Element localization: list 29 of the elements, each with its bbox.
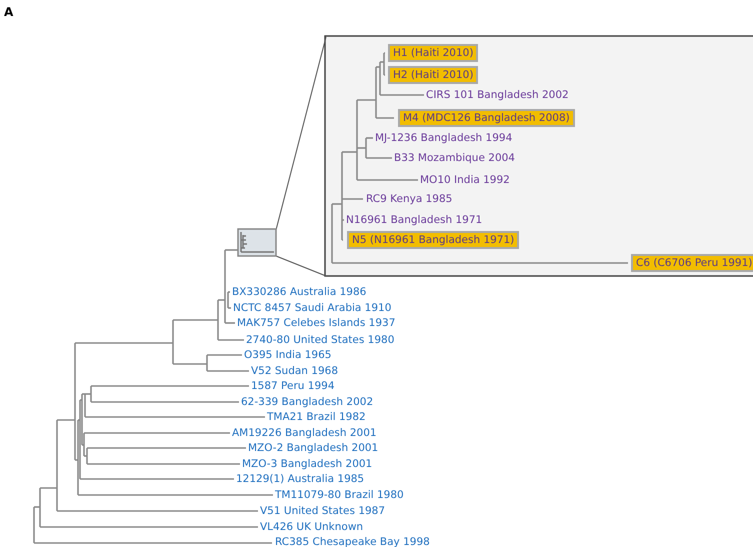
panel-letter: A <box>4 5 14 19</box>
strain-label: RC385 Chesapeake Bay 1998 <box>275 535 430 547</box>
strain-label: VL426 UK Unknown <box>260 520 364 534</box>
strain-label: MZO-2 Bangladesh 2001 <box>248 441 378 455</box>
strain-label: B33 Mozambique 2004 <box>394 151 515 165</box>
highlighted-strain-label: C6 (C6706 Peru 1991) <box>631 254 753 272</box>
highlighted-strain-label: H2 (Haiti 2010) <box>388 66 478 84</box>
strain-label: CIRS 101 Bangladesh 2002 <box>426 88 569 102</box>
strain-label: N16961 Bangladesh 1971 <box>346 213 482 227</box>
strain-label: RC9 Kenya 1985 <box>366 192 452 206</box>
highlighted-strain-label: N5 (N16961 Bangladesh 1971) <box>347 231 520 249</box>
strain-label: NCTC 8457 Saudi Arabia 1910 <box>233 301 392 315</box>
strain-label: 2740-80 United States 1980 <box>246 333 394 347</box>
strain-label: 1587 Peru 1994 <box>251 379 335 393</box>
strain-label: MAK757 Celebes Islands 1937 <box>237 316 396 330</box>
strain-label: TMA21 Brazil 1982 <box>267 410 366 424</box>
highlighted-strain-label: H1 (Haiti 2010) <box>388 44 478 62</box>
strain-label: 12129(1) Australia 1985 <box>236 472 364 486</box>
strain-label: O395 India 1965 <box>244 348 332 362</box>
strain-label: BX330286 Australia 1986 <box>232 285 366 299</box>
strain-label: V52 Sudan 1968 <box>251 364 338 378</box>
strain-label: AM19226 Bangladesh 2001 <box>232 426 377 440</box>
strain-label: MO10 India 1992 <box>420 173 510 187</box>
highlighted-strain-label: M4 (MDC126 Bangladesh 2008) <box>398 109 575 127</box>
strain-label: 62-339 Bangladesh 2002 <box>241 395 374 409</box>
strain-label: V51 United States 1987 <box>260 504 386 518</box>
strain-label: MZO-3 Bangladesh 2001 <box>242 457 372 471</box>
strain-label: MJ-1236 Bangladesh 1994 <box>375 131 512 145</box>
strain-label: TM11079-80 Brazil 1980 <box>275 488 404 502</box>
